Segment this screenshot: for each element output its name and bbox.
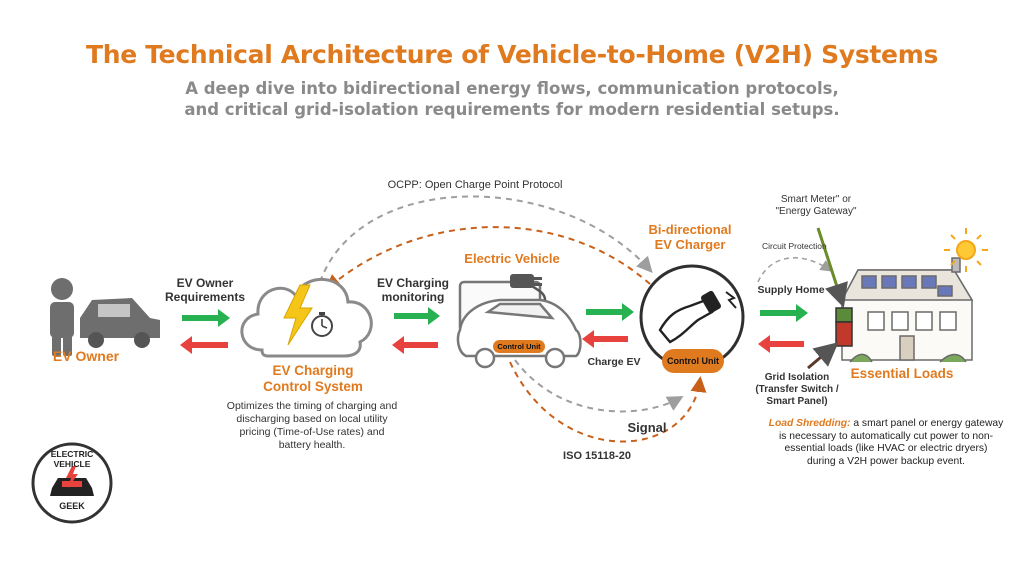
load-shedding-note: Load Shredding: a smart panel or energy …	[768, 418, 1004, 468]
monitoring-line-2: monitoring	[381, 290, 445, 304]
arrow-home-to-charger	[758, 335, 804, 353]
charger-label-line-1: Bi-directional	[648, 222, 732, 237]
meter-pointer	[816, 227, 848, 308]
sun-icon	[944, 228, 988, 272]
smart-panel-icon	[835, 307, 853, 347]
page-subtitle: A deep dive into bidirectional energy fl…	[0, 78, 1024, 120]
owner-requirements-line-2: Requirements	[164, 290, 246, 304]
circuit-protection-label: Circuit Protection	[762, 241, 827, 251]
smart-meter-line-2: "Energy Gateway"	[775, 206, 857, 217]
load-shedding-title: Load Shredding:	[768, 418, 851, 429]
load-shedding-line-2: is necessary to automatically cut power …	[778, 430, 994, 442]
circuit-protection-arc	[757, 257, 833, 283]
supply-home-label: Supply Home	[757, 284, 825, 296]
control-desc-line-3: pricing (Time-of-Use rates) and	[239, 426, 385, 438]
grid-isolation-line-1: Grid Isolation	[764, 372, 830, 383]
arrow-vehicle-to-charger	[586, 303, 634, 321]
load-shedding-line-4: during a V2H power backup event.	[807, 455, 965, 467]
charger-control-unit: Control Unit	[662, 349, 724, 373]
monitoring-label: EV Charging monitoring	[358, 276, 468, 304]
smart-meter-label: Smart Meter" or "Energy Gateway"	[762, 194, 870, 218]
control-system-title-line-2: Control System	[263, 379, 363, 394]
iso-arc	[509, 361, 707, 443]
vehicle-control-unit: Control Unit	[493, 340, 545, 353]
plug-icon	[510, 274, 542, 288]
logo-top-text: ELECTRIC VEHICLE	[50, 449, 94, 469]
electric-vehicle-icon	[456, 279, 582, 369]
ocpp-label: OCPP: Open Charge Point Protocol	[387, 179, 563, 191]
arrow-charger-to-vehicle	[582, 330, 628, 348]
control-desc-line-1: Optimizes the timing of charging and	[226, 400, 398, 412]
owner-requirements-label: EV Owner Requirements	[150, 276, 260, 304]
arrow-owner-to-control	[182, 309, 230, 327]
smart-meter-line-1: Smart Meter" or	[780, 194, 852, 205]
control-system-title: EV Charging Control System	[238, 363, 388, 395]
signal-arc	[514, 359, 684, 413]
essential-loads-label: Essential Loads	[850, 366, 954, 381]
arrow-control-to-vehicle	[394, 307, 440, 325]
load-shedding-line-3: essential loads (like HVAC or electric d…	[784, 443, 988, 454]
house-icon	[840, 257, 974, 363]
control-desc-line-2: discharging based on local utility	[236, 413, 388, 425]
signal-label: Signal	[627, 420, 667, 435]
ocpp-return-arc	[324, 226, 651, 291]
isolation-pointer	[807, 342, 839, 370]
ocpp-arc	[319, 195, 653, 283]
charger-label-line-2: EV Charger	[654, 237, 726, 252]
grid-isolation-label: Grid Isolation (Transfer Switch / Smart …	[752, 372, 842, 408]
load-shedding-text-1: a smart panel or energy gateway	[850, 418, 1004, 429]
monitoring-line-1: EV Charging	[376, 276, 449, 290]
arrow-vehicle-to-control	[392, 336, 438, 354]
grid-isolation-line-3: Smart Panel)	[766, 396, 828, 407]
owner-requirements-line-1: EV Owner	[176, 276, 234, 290]
control-system-description: Optimizes the timing of charging and dis…	[212, 400, 412, 452]
page-title: The Technical Architecture of Vehicle-to…	[85, 40, 939, 69]
charge-ev-label: Charge EV	[587, 356, 641, 368]
load-shedding-line-1: Load Shredding: a smart panel or energy …	[768, 418, 1004, 431]
cloud-icon	[240, 278, 373, 358]
subtitle-line-1: A deep dive into bidirectional energy fl…	[185, 79, 839, 98]
arrow-control-to-owner	[180, 336, 228, 354]
control-desc-line-4: battery health.	[278, 439, 346, 451]
charger-label: Bi-directional EV Charger	[630, 222, 750, 252]
ev-owner-label: EV Owner	[52, 348, 120, 364]
subtitle-line-2: and critical grid-isolation requirements…	[184, 100, 840, 119]
electric-vehicle-geek-logo	[31, 442, 113, 524]
arrow-charger-to-home	[760, 304, 808, 322]
control-system-title-line-1: EV Charging	[272, 363, 354, 378]
electric-vehicle-label: Electric Vehicle	[464, 251, 560, 266]
ev-owner-icon	[50, 278, 160, 356]
iso-label: ISO 15118-20	[563, 450, 631, 462]
logo-bottom-text: GEEK	[59, 501, 85, 511]
grid-isolation-line-2: (Transfer Switch /	[755, 384, 839, 395]
